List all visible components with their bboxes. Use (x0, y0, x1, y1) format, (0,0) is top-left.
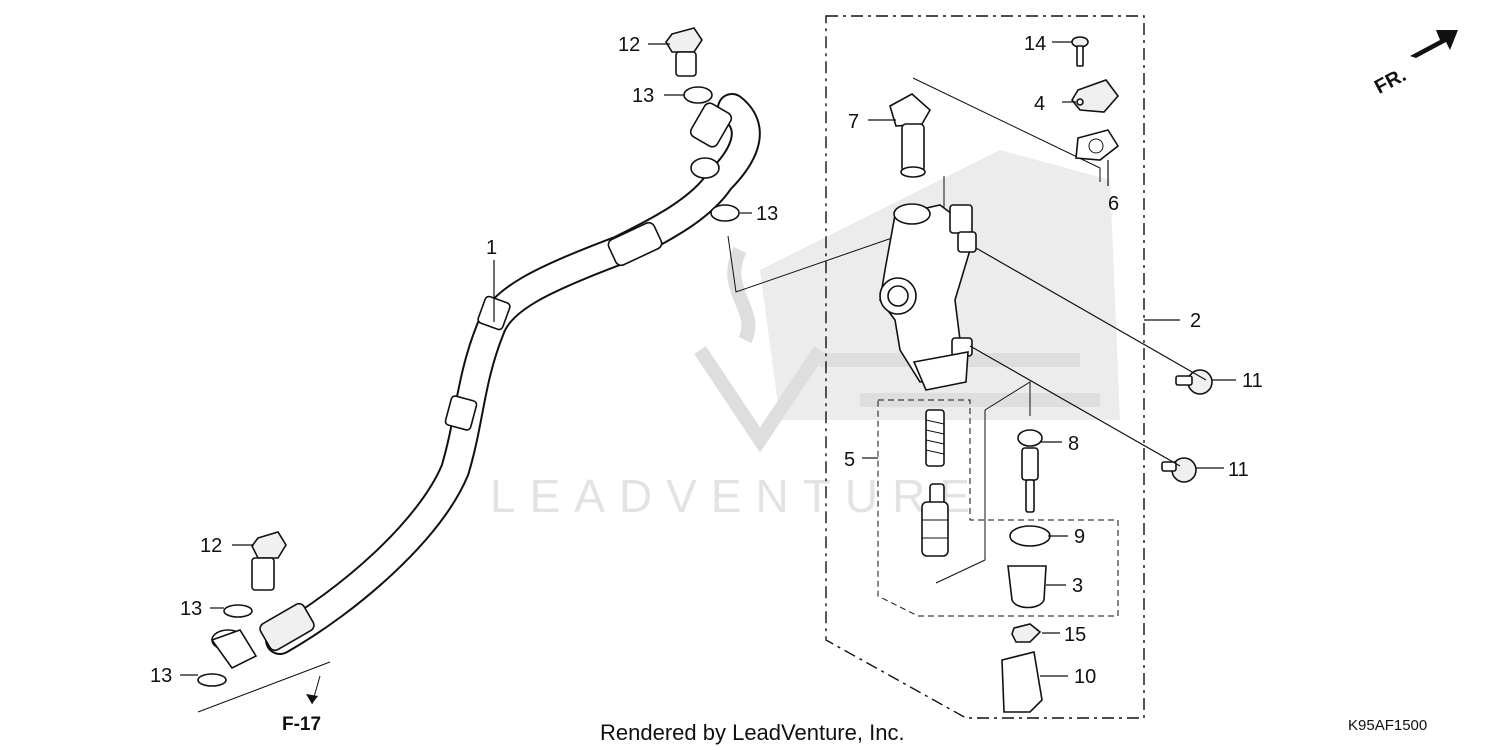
callout-7[interactable]: 7 (848, 111, 859, 133)
reference-arrow-icon (306, 694, 318, 704)
callout-8[interactable]: 8 (1068, 433, 1079, 455)
callout-12-upper[interactable]: 12 (618, 34, 640, 56)
callout-13-d[interactable]: 13 (150, 665, 172, 687)
group-5-leader-join (935, 410, 986, 584)
callout-14[interactable]: 14 (1024, 33, 1046, 55)
front-direction-label: FR. (1371, 64, 1410, 99)
callout-13-a[interactable]: 13 (632, 85, 654, 107)
callouts: 1 2 3 4 5 6 7 8 9 10 11 11 12 12 13 13 1… (150, 33, 1263, 688)
lower-banjo-bolt-icon (197, 531, 287, 687)
master-cylinder-body-icon (879, 203, 977, 391)
callout-13-c[interactable]: 13 (180, 598, 202, 620)
boot-icon (1007, 565, 1047, 609)
callout-4[interactable]: 4 (1034, 93, 1045, 115)
screw-icon (1071, 36, 1089, 67)
reservoir-joint-icon (889, 93, 932, 178)
brake-hose (259, 93, 761, 655)
callout-15[interactable]: 15 (1064, 624, 1086, 646)
callout-10[interactable]: 10 (1074, 666, 1096, 688)
callout-6[interactable]: 6 (1108, 193, 1119, 215)
callout-2[interactable]: 2 (1190, 310, 1201, 332)
callout-13-b[interactable]: 13 (756, 203, 778, 225)
push-rod-icon (1017, 429, 1043, 513)
bolt-11-upper-icon (1175, 369, 1213, 395)
circlip-icon (1009, 525, 1051, 547)
diagram-code: K95AF1500 (1348, 717, 1427, 734)
group-8-bracket (984, 381, 1031, 416)
nut-icon (1011, 623, 1042, 643)
group-5-outline (877, 399, 1119, 617)
group-4-6-bracket (912, 77, 1101, 182)
reference-label[interactable]: F-17 (282, 714, 321, 735)
bolt-11-lower-icon (1161, 457, 1197, 483)
reference-arrow-lines (197, 661, 331, 713)
callout-9[interactable]: 9 (1074, 526, 1085, 548)
gasket-icon (1075, 129, 1120, 161)
callout-1[interactable]: 1 (486, 237, 497, 259)
cover-icon (1071, 79, 1120, 113)
joint-icon (1001, 651, 1043, 713)
leader-lines (180, 41, 1236, 677)
callout-11-upper[interactable]: 11 (1242, 370, 1263, 392)
callout-11-lower[interactable]: 11 (1228, 459, 1249, 481)
assembly-outline (825, 15, 1145, 719)
front-arrow-icon (1410, 30, 1458, 58)
callout-5[interactable]: 5 (844, 449, 855, 471)
callout-12-lower[interactable]: 12 (200, 535, 222, 557)
footer-credit: Rendered by LeadVenture, Inc. (600, 720, 905, 745)
upper-banjo-bolt-icon (665, 27, 740, 222)
watermark-text: LEADVENTURE (490, 470, 984, 522)
hose-to-body-line (727, 176, 945, 293)
callout-3[interactable]: 3 (1072, 575, 1083, 597)
spring-piston-icon (921, 409, 949, 557)
